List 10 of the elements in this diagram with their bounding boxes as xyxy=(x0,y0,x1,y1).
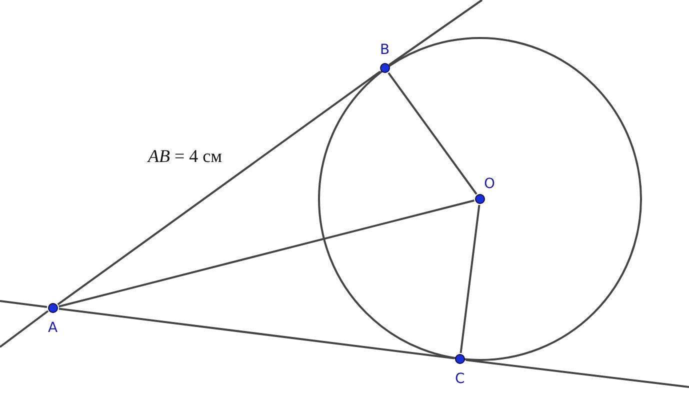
point-label: A xyxy=(48,320,58,336)
line-segment xyxy=(388,72,478,195)
line-segment xyxy=(57,70,381,306)
length-annotation: AB = 4 см xyxy=(148,146,222,167)
point-label: B xyxy=(380,42,390,58)
point-label: O xyxy=(484,176,496,192)
line-segment xyxy=(58,200,474,308)
line-segment xyxy=(460,204,480,354)
line-segment xyxy=(58,308,454,360)
point-label: C xyxy=(455,371,465,387)
